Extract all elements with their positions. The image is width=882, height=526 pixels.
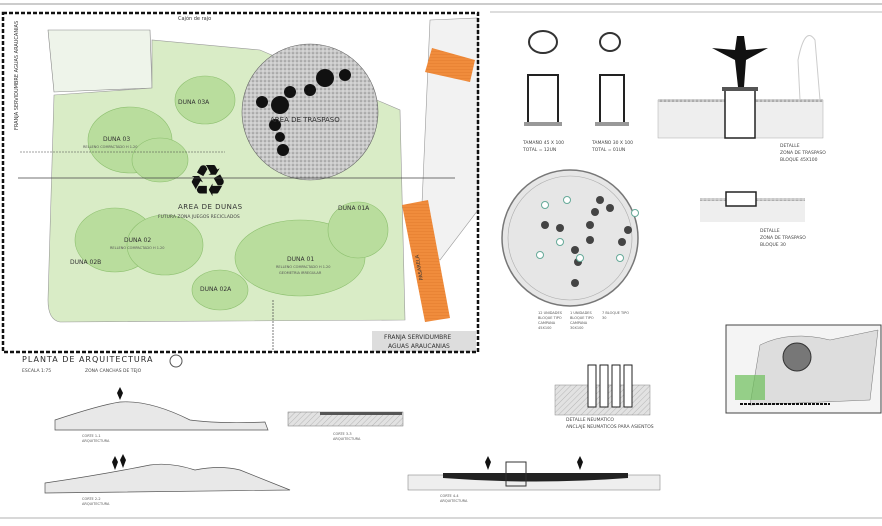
label: 1 UNIDADES (570, 311, 592, 315)
section-4: CORTE 4-4 ARQUITECTURA (407, 456, 661, 503)
plan-boundary (1, 11, 480, 354)
dune-02-label: DUNA 02 (124, 237, 151, 244)
section-3: CORTE 3-3 ARQUITECTURA (287, 411, 404, 441)
dune-01-note2: GEOMETRIA IRREGULAR (279, 271, 322, 275)
neumatico-l1: DETALLE NEUMATICO (566, 417, 614, 423)
label: ARQUITECTURA (440, 499, 468, 503)
architecture-plan: PASARELA AREA DE TRASPASO ♻ AREA DE DUNA… (1, 11, 480, 354)
traspaso-plan-detail (501, 169, 639, 307)
area-dunas-label: AREA DE DUNAS (178, 203, 243, 211)
dune-03-note: RELLENO COMPACTADO H 1.20 (83, 145, 137, 149)
plan-scale: ESCALA 1:75 (22, 368, 51, 374)
pasarela (402, 200, 450, 322)
left-strip-label: FRANJA SERVIDUMBRE AGUAS ARAUCANIAS (14, 21, 20, 130)
plan-title: PLANTA DE ARQUITECTURA (22, 355, 153, 364)
section-1: CORTE 1-1 ARQUITECTURA (54, 387, 269, 443)
label: 30X100 (570, 326, 584, 330)
detail2-l1: DETALLE (760, 228, 780, 234)
area-dunas-sublabel: FUTURA ZONA JUEGOS RECICLADOS (158, 214, 240, 220)
dune-02 (126, 214, 204, 276)
bottom-strip-label-2: AGUAS ARAUCANIAS (388, 343, 450, 350)
section-2: CORTE 2-2 ARQUITECTURA (44, 454, 291, 506)
label: CORTE 1-1 (82, 434, 101, 438)
traspaso-detail-1: DETALLE ZONA DE TRASPASO BLOQUE 45X100 (657, 35, 826, 163)
person-outline-icon (797, 35, 821, 101)
label: CORTE 3-3 (333, 432, 352, 436)
units-table: 12 UNIDADES BLOQUE TIPO CAMPANA 45X100 1… (538, 311, 629, 330)
plan-subtitle: ZONA CANCHAS DE TEJO (85, 368, 142, 374)
dune-01a (327, 201, 389, 259)
label: CAMPANA (538, 321, 556, 325)
orange-deck-top (425, 48, 475, 82)
north-arrow-icon (169, 354, 183, 368)
dune-02a (191, 269, 249, 311)
label: 7 BLOQUE TIPO (602, 311, 629, 315)
child-silhouette-icon (712, 36, 768, 87)
pasarela-label: PASARELA (414, 254, 424, 281)
child-figure-icon (117, 387, 123, 400)
label: CORTE 2-2 (82, 497, 101, 501)
children-figures-icon (112, 454, 126, 470)
label: 45X100 (538, 326, 552, 330)
dune-01-note: RELLENO COMPACTADO H 1.20 (276, 265, 330, 269)
label: ARQUITECTURA (82, 439, 110, 443)
label: BLOQUE TIPO (538, 316, 562, 320)
dune-02b-label: DUNA 02B (70, 259, 101, 266)
pipe2-total: TOTAL = 01UN (591, 147, 625, 153)
dune-03-label: DUNA 03 (103, 136, 130, 143)
label: 30 (602, 316, 606, 320)
neumatico-detail: DETALLE NEUMATICO ANCLAJE NEUMATICOS PAR… (554, 364, 654, 430)
dune-03a (174, 75, 236, 125)
detail2-l2: ZONA DE TRASPASO (760, 235, 806, 241)
label: CORTE 4-4 (440, 494, 459, 498)
label: BLOQUE TIPO (570, 316, 594, 320)
traspaso-detail-2: DETALLE ZONA DE TRASPASO BLOQUE 30 (700, 191, 806, 248)
label: CAMPANA (570, 321, 588, 325)
dune-01-label: DUNA 01 (287, 256, 314, 263)
recycle-icon: ♻ (188, 157, 227, 206)
pipe2-size: TAMAÑO 30 X 100 (591, 139, 633, 146)
label: ARQUITECTURA (82, 502, 110, 506)
dune-02a-label: DUNA 02A (200, 286, 232, 293)
bottom-strip-box (372, 331, 476, 352)
detail2-l3: BLOQUE 30 (760, 242, 786, 248)
dune-03a-label: DUNA 03A (178, 99, 210, 106)
detail1-l1: DETALLE (780, 143, 800, 149)
pipe1-total: TOTAL = 12UN (522, 147, 556, 153)
dune-03-lobe (131, 137, 189, 183)
area-traspaso-label: AREA DE TRASPASO (270, 116, 340, 124)
traspaso-blocks (256, 69, 351, 156)
neumatico-l2: ANCLAJE NEUMATICOS PARA ASIENTOS (566, 424, 654, 430)
detail1-l2: ZONA DE TRASPASO (780, 150, 826, 156)
detail1-l3: BLOQUE 45X100 (780, 157, 818, 163)
children-figures-icon-2 (485, 456, 583, 470)
site-key-plan (725, 324, 882, 414)
pipe-detail-1: TAMAÑO 45 X 100 TOTAL = 12UN (522, 30, 564, 153)
pipe1-size: TAMAÑO 45 X 100 (522, 139, 564, 146)
dune-01a-label: DUNA 01A (338, 205, 370, 212)
dune-02-note: RELLENO COMPACTADO H 1.20 (110, 246, 164, 250)
label: 12 UNIDADES (538, 311, 563, 315)
cajon-label: Cajón de rajo (178, 15, 211, 22)
area-traspaso-circle (241, 43, 379, 181)
pipe-detail-2: TAMAÑO 30 X 100 TOTAL = 01UN (591, 32, 633, 153)
upper-lawn (47, 29, 153, 93)
bottom-strip-label-1: FRANJA SERVIDUMBRE (384, 334, 451, 341)
label: ARQUITECTURA (333, 437, 361, 441)
